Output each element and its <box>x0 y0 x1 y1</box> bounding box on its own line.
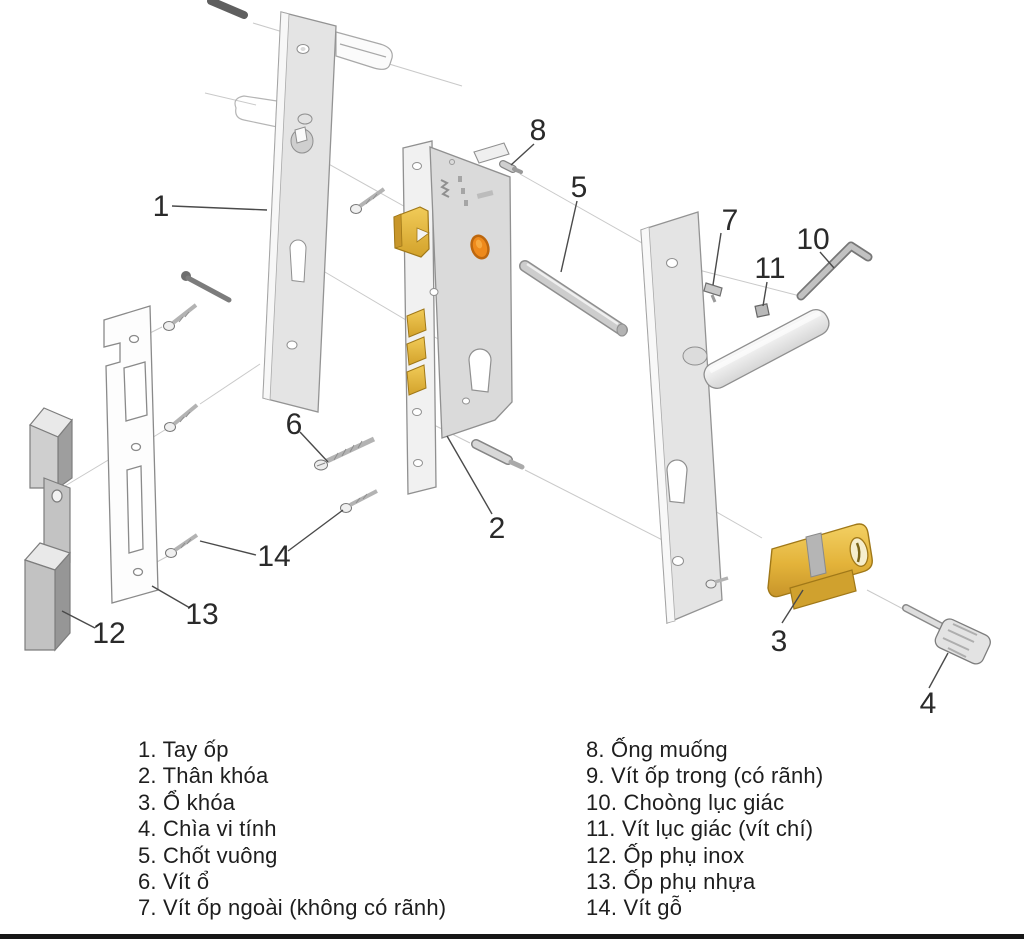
callout-12: 12 <box>92 617 125 650</box>
spindle-rod-top <box>207 0 248 19</box>
callout-3: 3 <box>771 625 788 658</box>
legend-item-2: 2. Thân khóa <box>138 763 269 789</box>
legend-item-8: 8. Ống muống <box>586 737 728 762</box>
callout-7: 7 <box>722 204 739 237</box>
legend-column-left: 1. Tay ốp 2. Thân khóa 3. Ổ khóa 4. Chìa… <box>138 737 446 922</box>
connecting-sleeve <box>471 439 525 470</box>
callout-13: 13 <box>185 598 218 631</box>
legend-column-right: 8. Ống muống 9. Vít ốp trong (có rãnh) 1… <box>586 737 823 922</box>
callout-14: 14 <box>257 540 290 573</box>
callout-leaders <box>61 143 949 689</box>
sleeve-pin-part8 <box>499 160 523 174</box>
callout-8: 8 <box>530 114 547 147</box>
callout-4: 4 <box>920 687 937 720</box>
legend-item-7: 7. Vít ốp ngoài (không có rãnh) <box>138 895 447 921</box>
legend-item-1: 1. Tay ốp <box>138 737 229 762</box>
callout-6: 6 <box>286 408 303 441</box>
legend-item-13: 13. Ốp phụ nhựa <box>586 869 756 895</box>
callout-numbers: 1 2 3 4 5 6 7 8 10 11 12 13 14 <box>92 114 936 720</box>
screw-part7 <box>703 282 723 303</box>
square-spindle-part5 <box>519 260 628 337</box>
screw-part6 <box>314 436 376 471</box>
callout-1: 1 <box>153 190 170 223</box>
cylinder-part3 <box>767 523 873 610</box>
hex-key-part10 <box>796 241 873 301</box>
legend-item-11: 11. Vít lục giác (vít chí) <box>586 816 814 842</box>
lock-body-part2 <box>393 140 513 495</box>
legend-item-6: 6. Vít ổ <box>138 869 210 895</box>
key-part4 <box>902 604 991 665</box>
legend-item-3: 3. Ổ khóa <box>138 789 236 815</box>
strike-plate-part13 <box>103 305 159 604</box>
legend-item-5: 5. Chốt vuông <box>138 842 278 868</box>
screw-part11 <box>754 303 770 318</box>
legend-item-4: 4. Chìa vi tính <box>138 816 277 842</box>
inner-plate-part1 <box>262 11 337 413</box>
callout-11: 11 <box>754 252 785 285</box>
legend-item-12: 12. Ốp phụ inox <box>586 842 745 868</box>
outer-handle-tip-outline <box>335 31 393 70</box>
legend-item-14: 14. Vít gỗ <box>586 895 683 921</box>
callout-10: 10 <box>796 223 829 256</box>
callout-5: 5 <box>571 171 588 204</box>
bottom-bar <box>0 934 1024 939</box>
inner-plate-screws <box>163 187 386 558</box>
outer-plate-part1b <box>640 211 830 624</box>
cylinder-fixing-screw <box>705 576 729 589</box>
callout-2: 2 <box>489 512 506 545</box>
legend-item-10: 10. Choòng lục giác <box>586 789 785 815</box>
dust-box-part12 <box>23 407 73 652</box>
legend-item-9: 9. Vít ốp trong (có rãnh) <box>586 763 824 789</box>
